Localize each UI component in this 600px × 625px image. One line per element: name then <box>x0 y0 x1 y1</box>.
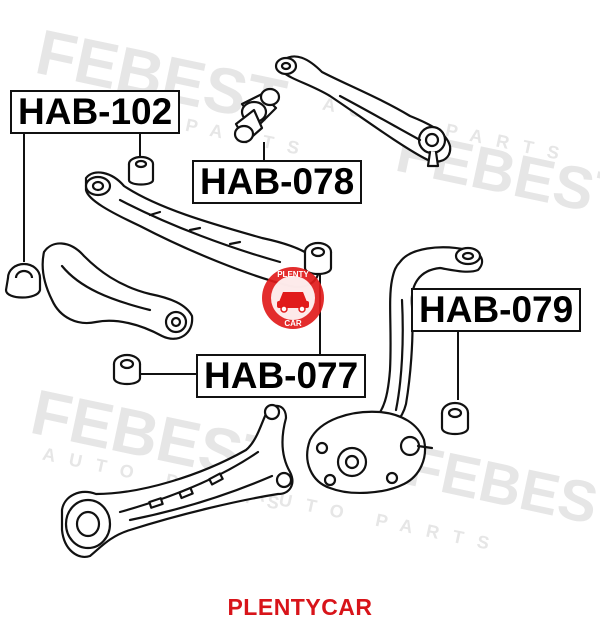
lower-curved-arm <box>41 242 194 340</box>
lower-control-arm <box>60 403 294 558</box>
bushing-hab-102-upper <box>127 155 155 186</box>
bushing-hab-102-lower <box>4 262 42 299</box>
upper-control-arm <box>274 55 452 168</box>
bushing-hab-077-upper <box>303 241 333 276</box>
footer-caption: PLENTYCAR <box>227 594 373 620</box>
leader-lines <box>23 134 459 400</box>
logo-bottom-text: CAR <box>284 319 302 328</box>
bushing-hab-079 <box>440 401 470 436</box>
knuckle-hub <box>306 410 434 495</box>
plentycar-logo: PLENTY CAR <box>262 267 324 329</box>
callout-hab-078: HAB-078 <box>192 160 363 204</box>
callout-hab-077: HAB-077 <box>196 354 367 398</box>
callout-hab-102: HAB-102 <box>10 90 181 134</box>
trailing-arm <box>372 246 484 432</box>
logo-top-text: PLENTY <box>277 270 309 279</box>
callout-hab-079: HAB-079 <box>411 288 582 332</box>
bushing-hab-078 <box>233 87 281 144</box>
bushing-hab-077-lower <box>112 353 142 386</box>
